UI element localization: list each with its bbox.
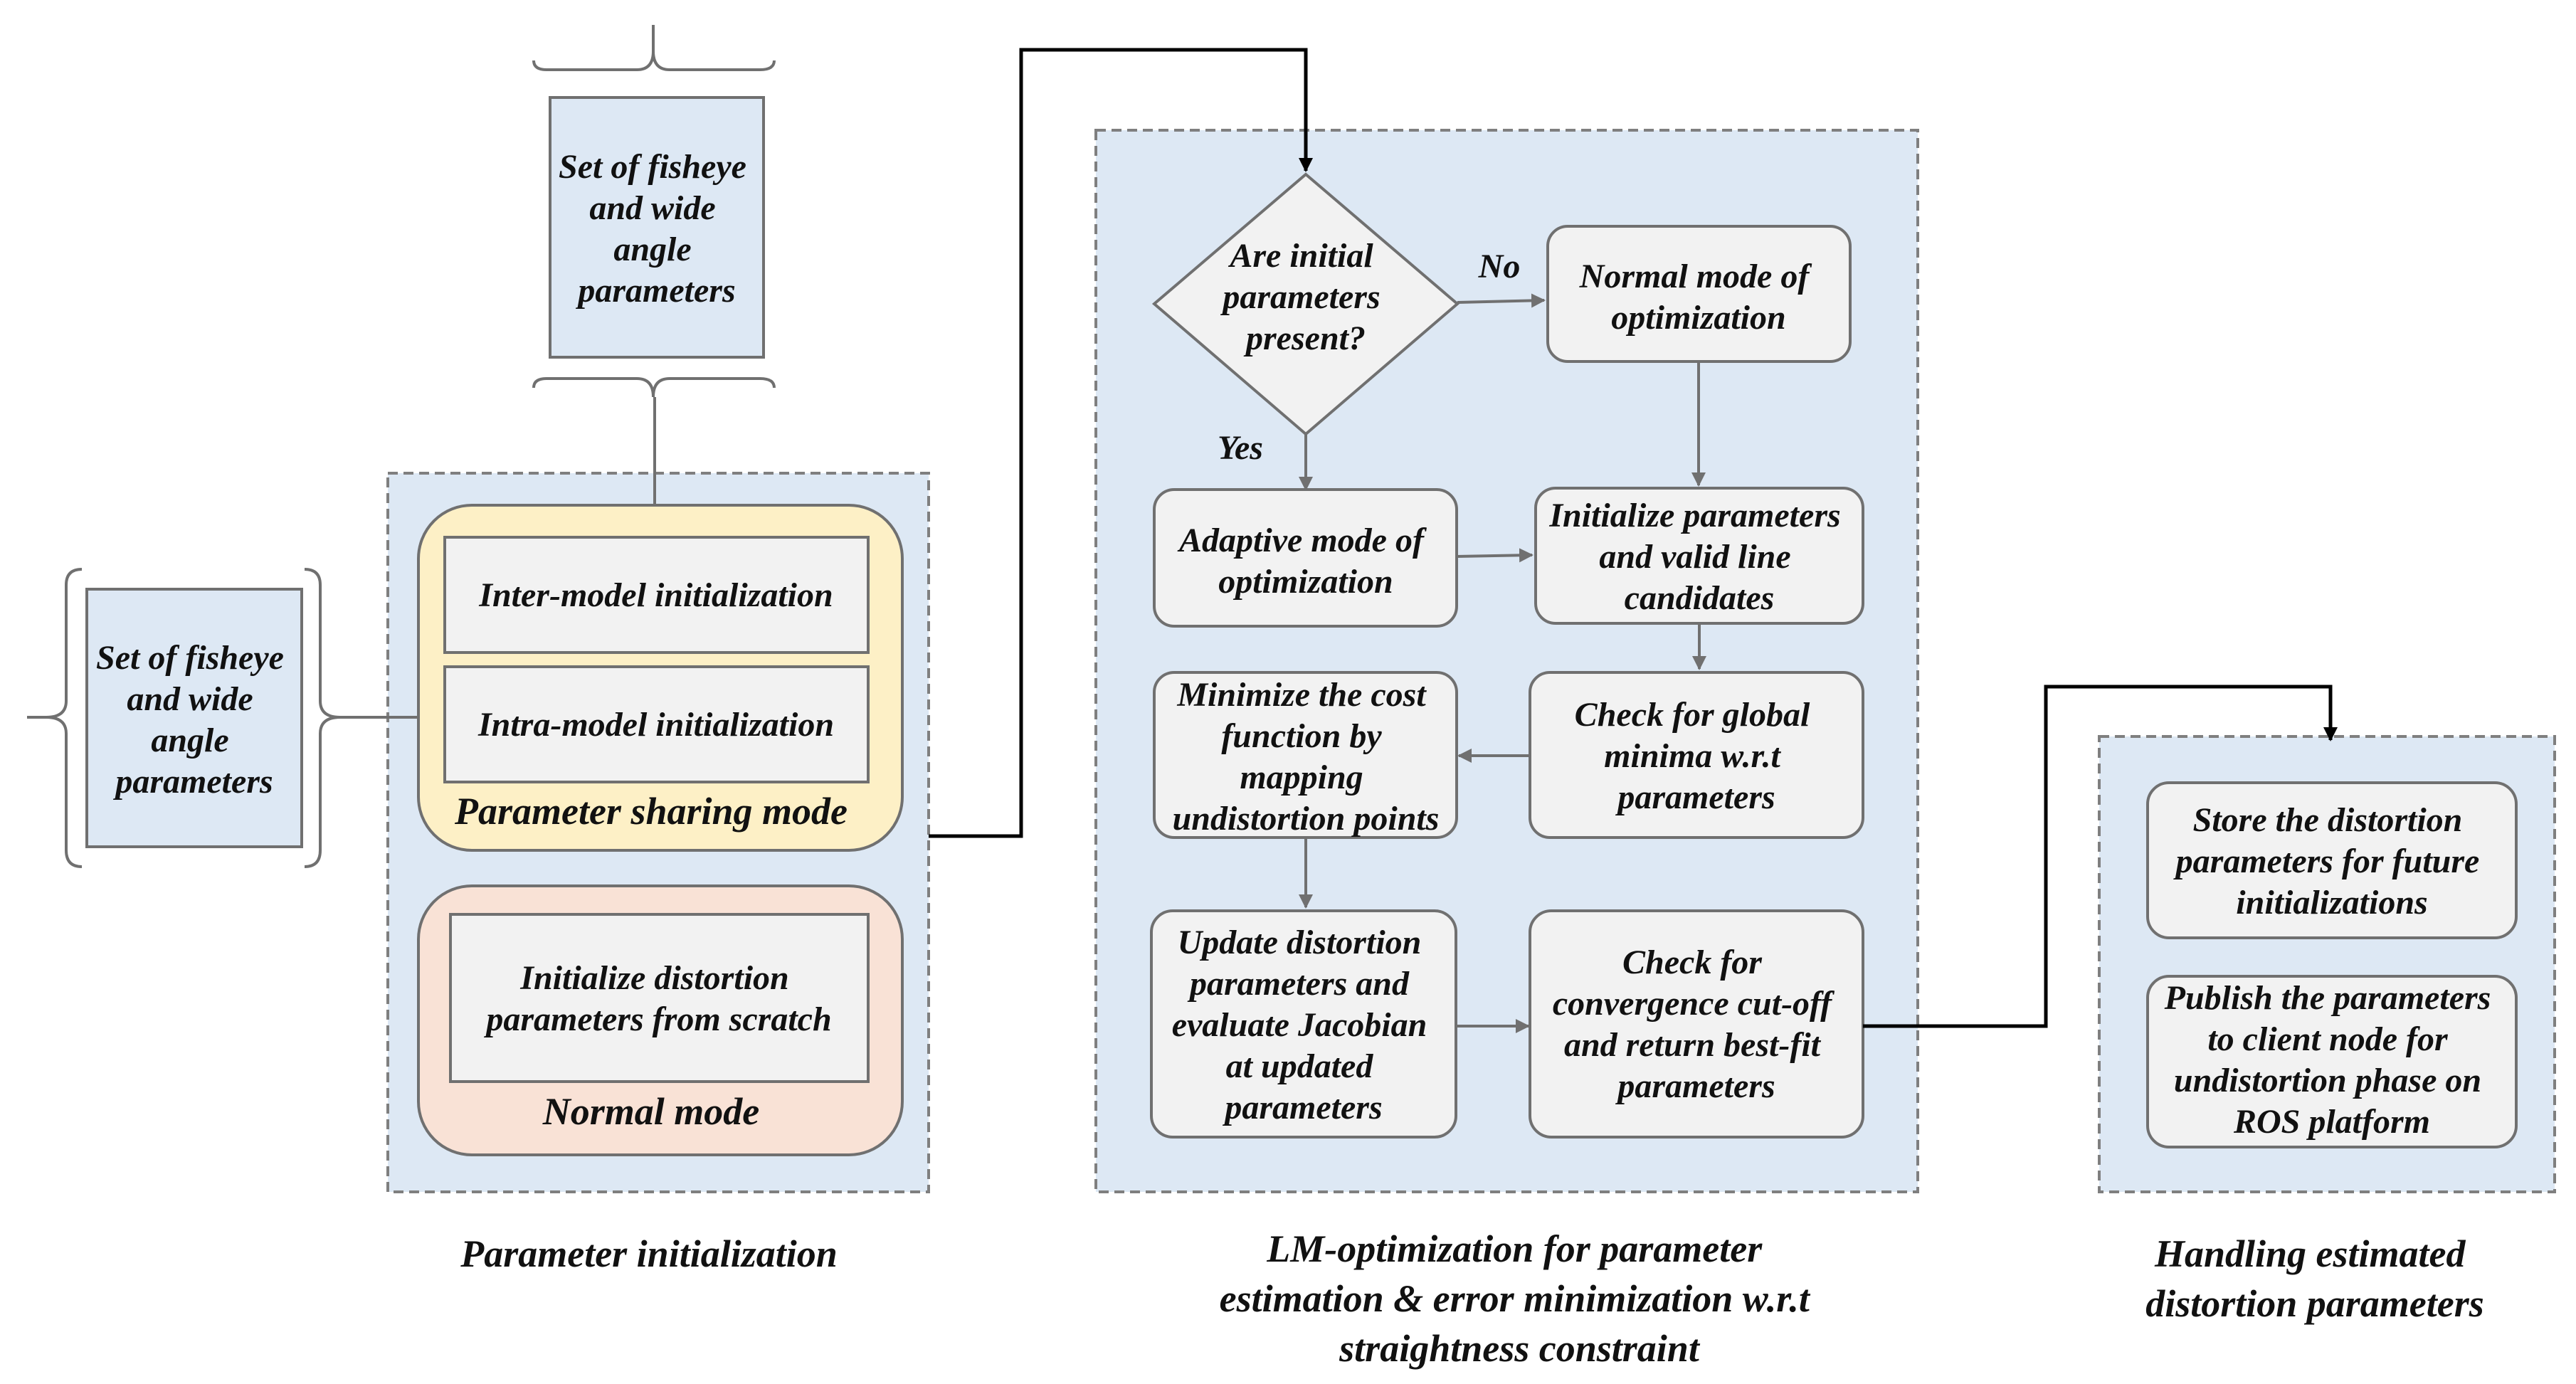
update-text: Update distortion parameters and evaluat…: [1172, 924, 1436, 1126]
yes-label: Yes: [1218, 429, 1263, 467]
convergence-box: [1529, 909, 1864, 1139]
no-arrow: [1457, 293, 1546, 308]
normal-opt-text: Normal mode of optimization: [1579, 258, 1818, 337]
left-input-box: [85, 588, 303, 848]
intra-model-text: Intra-model initialization: [477, 706, 834, 744]
store-box: [2146, 781, 2518, 939]
normal-mode-label: Normal mode: [542, 1090, 760, 1133]
sharing-mode-label: Parameter sharing mode: [454, 790, 848, 833]
update-box: [1150, 909, 1457, 1139]
adaptive-opt-box: [1153, 488, 1458, 628]
adaptive-to-init-arrow: [1456, 548, 1534, 563]
top-input-text: Set of fisheye and wide angle parameters: [559, 148, 755, 310]
convergence-text: Check for convergence cut-off and return…: [1553, 944, 1840, 1105]
init-params-text: Initialize parameters and valid line can…: [1548, 497, 1849, 617]
stage3-title: Handling estimated distortion parameters: [2145, 1232, 2484, 1325]
minimize-text: Minimize the cost function by mapping un…: [1173, 676, 1440, 838]
no-label: No: [1478, 248, 1521, 285]
publish-text: Publish the parameters to client node fo…: [2164, 979, 2500, 1141]
scratch-init-text: Initialize distortion parameters from sc…: [483, 959, 831, 1038]
publish-box: [2146, 975, 2518, 1148]
inter-model-box: [443, 536, 870, 654]
top-input-box: [549, 96, 765, 359]
global-minima-text: Check for global minima w.r.t parameters: [1575, 696, 1819, 816]
inter-model-text: Inter-model initialization: [478, 576, 833, 614]
intra-model-box: [443, 665, 870, 783]
adaptive-opt-text: Adaptive mode of optimization: [1177, 522, 1432, 601]
stage2-to-stage3-connector: [1863, 685, 2338, 1028]
store-text: Store the distortion parameters for futu…: [2173, 801, 2488, 921]
scratch-init-box: [449, 913, 870, 1083]
stage1-title: Parameter initialization: [460, 1232, 838, 1275]
decision-text: Are initial parameters present?: [1220, 237, 1388, 357]
stage1-to-stage2-connector: [929, 48, 1313, 838]
left-input-text: Set of fisheye and wide angle parameters: [96, 639, 292, 801]
stage2-title: LM-optimization for parameter estimation…: [1220, 1227, 1820, 1370]
